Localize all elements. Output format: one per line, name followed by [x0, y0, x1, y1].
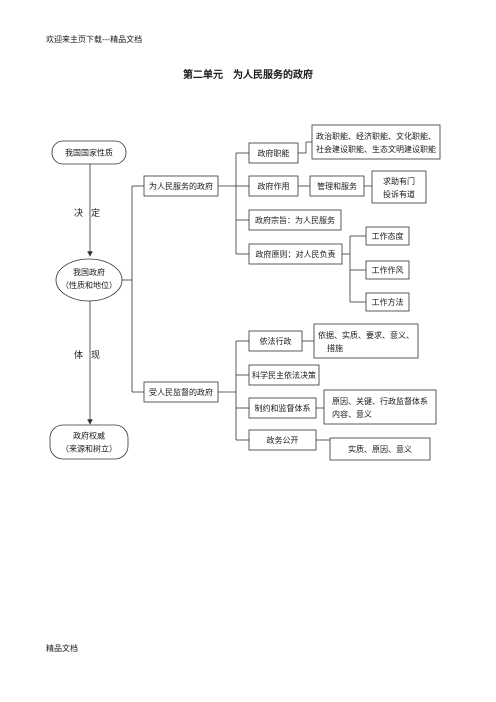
node-label: 为人民服务的政府	[149, 181, 213, 191]
node-label: 政府作用	[258, 181, 290, 191]
node-label: 制约和监督体系	[255, 403, 311, 413]
node-label: 工作方法	[372, 297, 404, 307]
node-label-line1: 我国政府	[73, 267, 105, 277]
node-open-detail: 实质、原因、意义	[329, 437, 431, 461]
node-our-government: 我国政府 （性质和地位）	[55, 258, 123, 302]
node-supervised-by-people: 受人民监督的政府	[143, 381, 219, 403]
node-work-attitude: 工作态度	[365, 226, 410, 246]
node-serve-people: 为人民服务的政府	[143, 175, 219, 197]
node-manage-serve: 管理和服务	[309, 175, 365, 197]
node-label-line2: （来源和树立）	[61, 444, 117, 454]
node-scientific-decision: 科学民主依法决策	[248, 364, 320, 386]
node-law-detail: 依据、实质、要求、意义、 措施	[313, 323, 419, 359]
node-work-style: 工作作风	[365, 260, 410, 280]
edge-label-decide: 决定	[74, 207, 108, 219]
node-label: 实质、原因、意义	[348, 444, 412, 454]
node-label-line1: 原因、关键、行政监督体系	[332, 396, 428, 406]
node-label: 科学民主依法决策	[252, 370, 316, 380]
node-label-line2: 社会建设职能、生态文明建设职能	[316, 144, 436, 154]
node-label: 依法行政	[260, 336, 292, 346]
node-label: 工作态度	[372, 231, 404, 241]
node-functions-detail: 政治职能、经济职能、文化职能、 社会建设职能、生态文明建设职能	[311, 124, 441, 160]
node-label: 政务公开	[267, 435, 299, 445]
page-header: 欢迎来主页下载---精品文档	[46, 35, 143, 44]
node-govt-role: 政府作用	[248, 175, 299, 197]
node-label-line2: 措施	[327, 343, 343, 353]
node-label: 政府宗旨：为人民服务	[255, 215, 335, 225]
node-label: 工作作风	[372, 265, 404, 275]
node-govt-purpose: 政府宗旨：为人民服务	[248, 209, 342, 231]
node-work-method: 工作方法	[365, 292, 410, 312]
node-label-line1: 依据、实质、要求、意义、	[318, 330, 414, 340]
node-govt-principle: 政府原则：对人民负责	[248, 243, 343, 265]
node-law-administration: 依法行政	[248, 330, 303, 352]
node-label-line2: 投诉有道	[383, 189, 415, 199]
node-label-line1: 政治职能、经济职能、文化职能、	[316, 131, 436, 141]
node-label: 政府职能	[258, 148, 290, 158]
node-label: 政府原则：对人民负责	[256, 249, 336, 259]
node-label-line1: 政府权威	[73, 431, 105, 441]
node-label: 我国国家性质	[65, 148, 113, 158]
edge-label-embody: 体现	[74, 349, 108, 361]
page-footer: 精品文档	[46, 644, 78, 653]
node-label-line1: 求助有门	[383, 176, 415, 186]
connectors	[87, 141, 372, 441]
node-restrict-detail: 原因、关键、行政监督体系 内容、意义	[323, 389, 437, 425]
node-government-authority: 政府权威 （来源和树立）	[49, 424, 129, 460]
node-seek-help: 求助有门 投诉有道	[371, 170, 427, 204]
page-title: 第二单元 为人民服务的政府	[183, 70, 313, 81]
node-open-affairs: 政务公开	[248, 429, 317, 451]
node-label-line2: （性质和地位）	[61, 280, 117, 290]
node-restrict-supervise: 制约和监督体系	[248, 397, 317, 419]
node-national-nature: 我国国家性质	[51, 140, 127, 165]
node-label-line2: 内容、意义	[332, 409, 372, 419]
node-govt-functions: 政府职能	[248, 142, 299, 164]
node-label: 受人民监督的政府	[149, 387, 213, 397]
node-label: 管理和服务	[317, 181, 357, 191]
